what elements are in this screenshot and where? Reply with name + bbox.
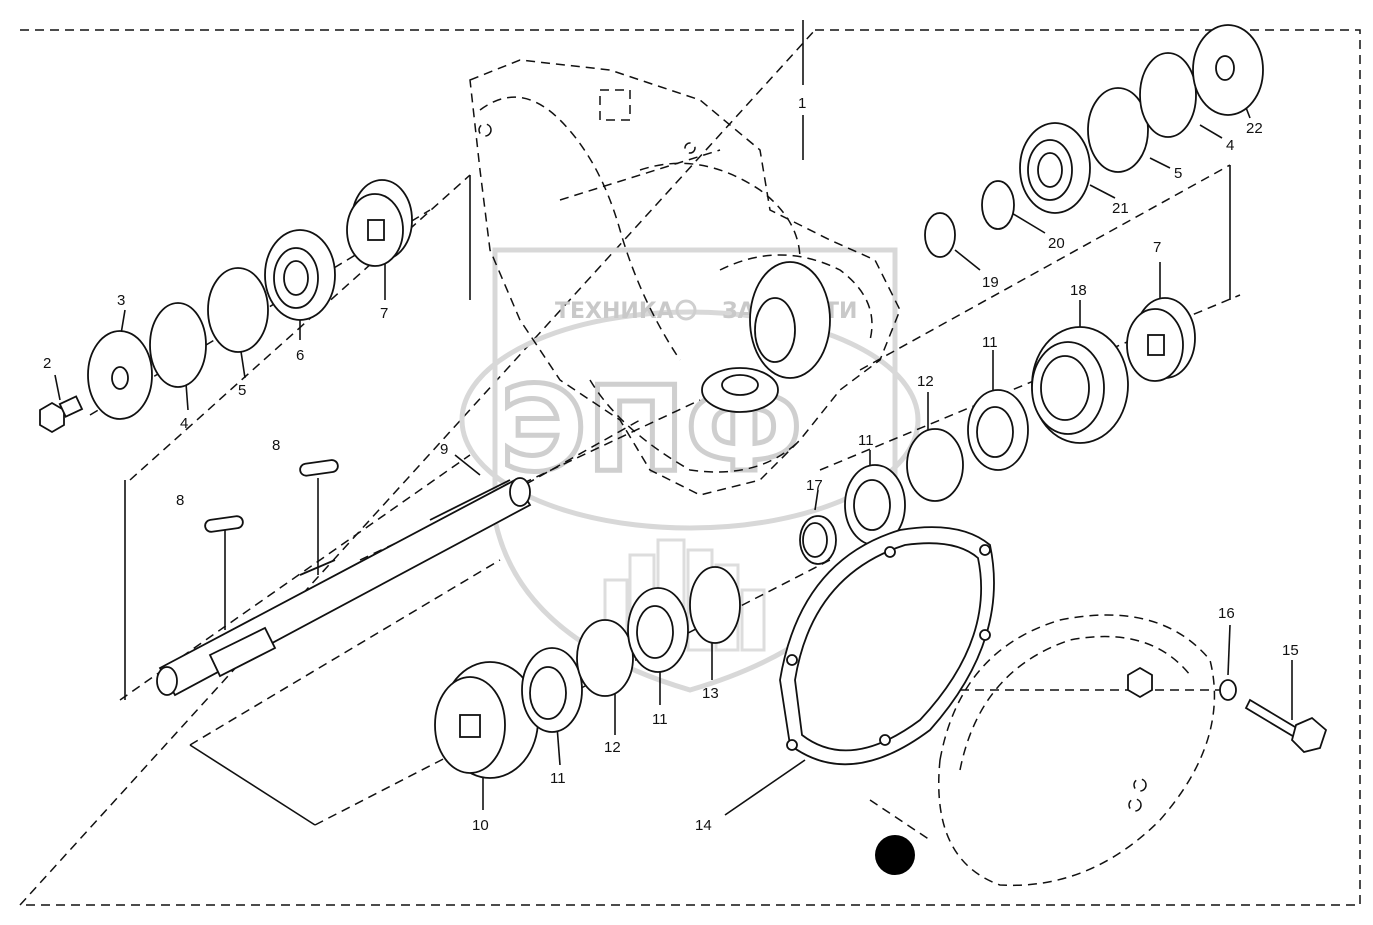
callout-11-middle: 11: [858, 432, 874, 449]
part-7-collar-left: [346, 179, 413, 267]
part-11-bearing-upper: [967, 389, 1029, 471]
part-2-bolt: [39, 395, 84, 434]
part-21-bearing: [1019, 122, 1091, 214]
callout-12-upper: 12: [917, 373, 934, 390]
cover-outline: [875, 614, 1216, 887]
part-11-bearing-lower-b: [627, 587, 689, 673]
part-4-snap-ring-right: [1139, 52, 1197, 138]
callout-13: 13: [702, 685, 719, 702]
callout-11-lower-b: 11: [652, 711, 668, 728]
callout-20: 20: [1048, 235, 1065, 252]
part-19-snap-ring: [924, 212, 956, 258]
callout-8-lower: 8: [176, 492, 184, 509]
part-5-shim-right: [1087, 87, 1149, 173]
callout-5-right: 5: [1174, 165, 1182, 182]
part-22-washer: [1192, 24, 1264, 116]
callout-4-left: 4: [180, 415, 188, 432]
callout-2: 2: [43, 355, 51, 372]
watermark-left-word: ТЕХНИКА: [555, 299, 674, 324]
part-11-bearing-lower-a: [521, 647, 583, 733]
callout-6: 6: [296, 347, 304, 364]
internal-gears: [701, 261, 831, 413]
callout-17: 17: [806, 477, 823, 494]
gear-icon: [675, 299, 697, 321]
part-12-shim-lower: [576, 619, 634, 697]
cover-plug: [1127, 666, 1153, 699]
part-8-key-lower: [204, 515, 244, 533]
part-10-gear: [434, 661, 539, 779]
callout-22: 22: [1246, 120, 1263, 137]
part-4-snap-ring-left: [149, 302, 207, 388]
callout-4-right: 4: [1226, 137, 1234, 154]
callout-5-left: 5: [238, 382, 246, 399]
housing-outline: [469, 59, 901, 496]
callout-labels: 1 2 3 4 4 5 5 6 7 7 8 8 9 10 11 11 11 11…: [43, 95, 1299, 834]
callout-15: 15: [1282, 642, 1299, 659]
part-13-snap-ring: [689, 566, 741, 644]
part-14-gasket: [779, 526, 995, 766]
callout-12-lower: 12: [604, 739, 621, 756]
part-6-bearing: [264, 229, 336, 321]
callout-19: 19: [982, 274, 999, 291]
callout-14: 14: [695, 817, 712, 834]
part-12-shim-upper: [906, 428, 964, 502]
callout-16: 16: [1218, 605, 1235, 622]
part-15-bolt: [1244, 698, 1328, 753]
callout-21: 21: [1112, 200, 1129, 217]
callout-9: 9: [440, 441, 448, 458]
callout-7-left: 7: [380, 305, 388, 322]
callout-8-upper: 8: [272, 437, 280, 454]
callout-11-upper: 11: [982, 334, 998, 351]
callout-3: 3: [117, 292, 125, 309]
part-9-shaft: [156, 477, 532, 697]
part-20-shim: [981, 180, 1015, 230]
callout-18: 18: [1070, 282, 1087, 299]
part-5-shim-left: [207, 267, 269, 353]
part-11-bearing-middle: [844, 464, 906, 546]
callout-1: 1: [798, 95, 806, 112]
callout-10: 10: [472, 817, 489, 834]
callout-11-lower-a: 11: [550, 770, 566, 787]
part-18-gear: [1031, 326, 1129, 444]
cover-oil-plug-marker: [875, 835, 915, 875]
part-3-washer: [87, 330, 153, 420]
part-7-collar-right: [1126, 297, 1196, 382]
callout-7-right: 7: [1153, 239, 1161, 256]
part-16-washer: [1219, 679, 1237, 701]
part-8-key-upper: [299, 459, 339, 477]
part-17-spacer: [799, 515, 837, 565]
